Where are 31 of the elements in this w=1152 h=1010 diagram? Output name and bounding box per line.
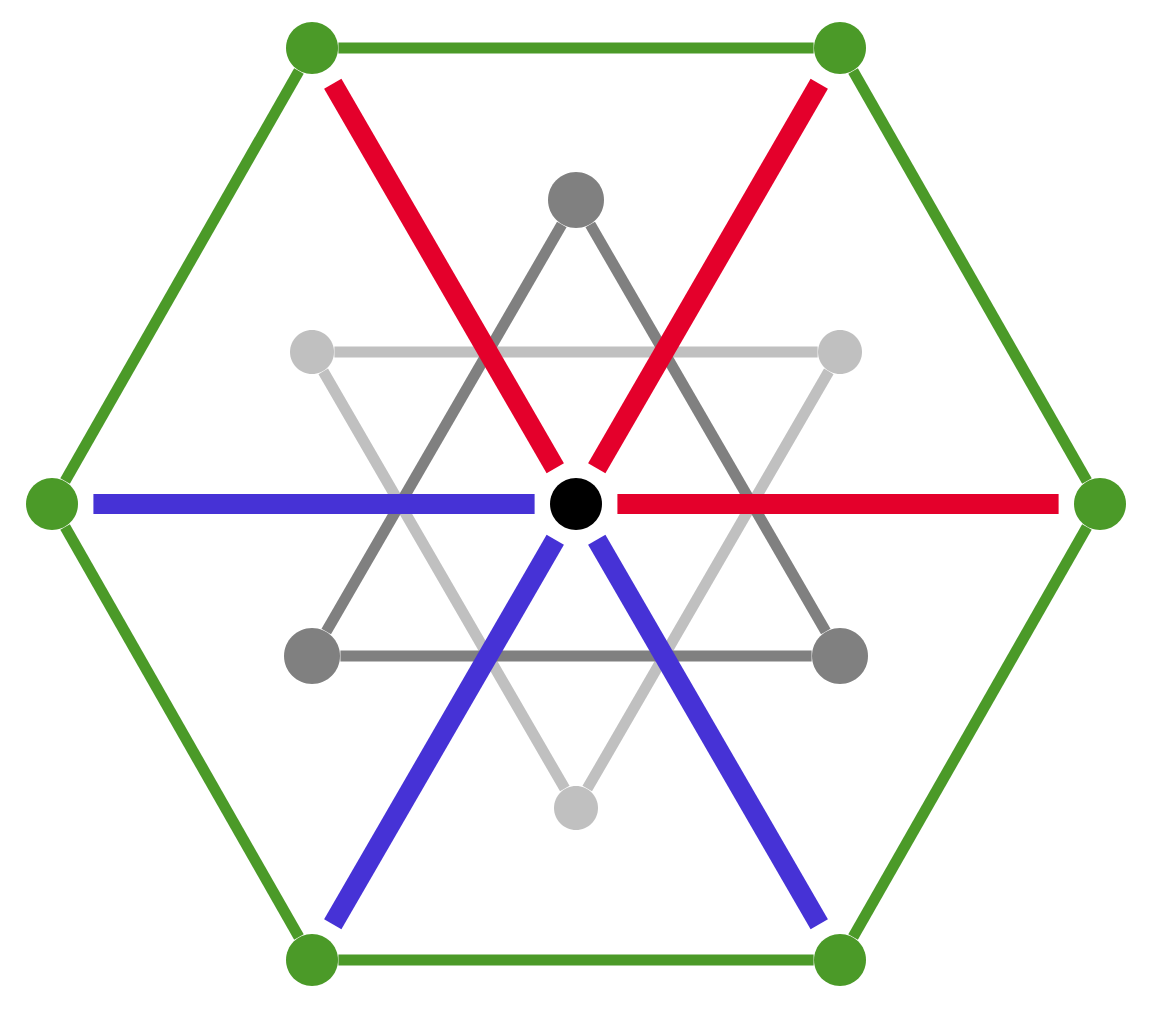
triangle-vertex-dot: [284, 628, 340, 684]
triangle-side: [318, 368, 570, 792]
triangle-side: [340, 650, 812, 662]
hexagon-vertex-dot: [814, 22, 866, 74]
triangle-vertex-dot: [554, 786, 598, 830]
hexagon-side: [60, 524, 304, 940]
spoke-line: [588, 78, 828, 474]
spoke-line: [588, 534, 828, 930]
center-dot: [550, 478, 602, 530]
triangle-side: [585, 221, 831, 635]
hexagon-vertex-dot: [814, 934, 866, 986]
hexagon-side: [338, 42, 814, 54]
hexagon-vertex-dot: [286, 22, 338, 74]
triangle-side: [582, 368, 834, 792]
triangle-vertex-dot: [290, 330, 334, 374]
triangle-vertex-dot: [818, 330, 862, 374]
triangle-side: [334, 346, 818, 358]
triangle-vertex-dot: [812, 628, 868, 684]
hexagon-vertex-dot: [26, 478, 78, 530]
triangle-vertex-dot: [548, 172, 604, 228]
hexagon-side: [338, 954, 814, 966]
hexagon-vertex-dot: [1074, 478, 1126, 530]
triangle-side: [321, 221, 567, 635]
hexagon-side: [848, 68, 1092, 484]
spoke-line: [324, 78, 564, 474]
spoke-line: [93, 494, 535, 514]
hexagon-vertex-dot: [286, 934, 338, 986]
spoke-line: [324, 534, 564, 930]
hexagon-side: [848, 524, 1092, 940]
spoke-line: [617, 494, 1059, 514]
hexagon-side: [60, 68, 304, 484]
